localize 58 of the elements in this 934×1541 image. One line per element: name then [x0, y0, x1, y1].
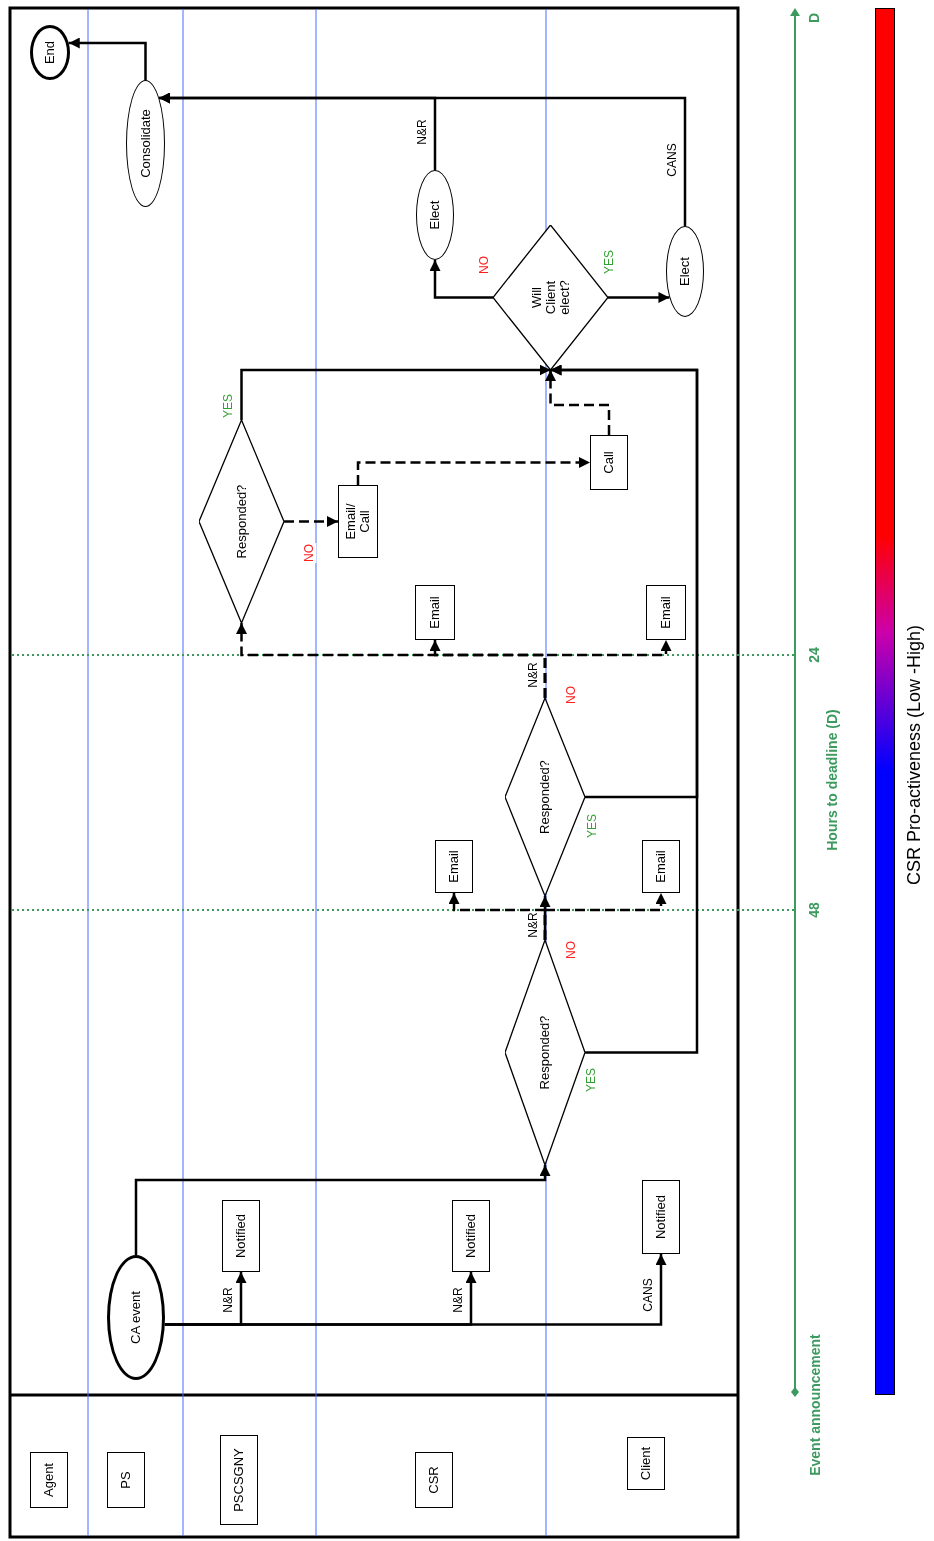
arrow — [608, 292, 670, 303]
process-box — [452, 1200, 490, 1272]
decision-diamond — [199, 420, 284, 623]
arrow — [164, 1254, 667, 1326]
arrow — [550, 364, 699, 799]
lane-header — [415, 1452, 453, 1508]
node-text: Elect — [678, 257, 692, 286]
node-text: Notified — [654, 1194, 668, 1240]
arrow — [240, 364, 551, 420]
node-text: Responded? — [538, 760, 552, 834]
process-box — [642, 1180, 680, 1254]
node-text: Notified — [234, 1213, 248, 1259]
arrow — [543, 893, 667, 940]
process-box — [435, 840, 473, 893]
node-text: Call — [602, 451, 616, 474]
node-text: Client — [639, 1446, 653, 1481]
arrow — [134, 1165, 551, 1255]
node-text: Consolidate — [138, 109, 153, 178]
process-box — [642, 840, 680, 893]
node-text: End — [43, 40, 57, 65]
node-text: Email/ Call — [344, 502, 372, 542]
color-scale-bar — [875, 8, 895, 1395]
node-text: PSCSGNY — [232, 1448, 246, 1512]
process-box — [338, 485, 378, 558]
node-text: Agent — [42, 1463, 56, 1497]
decision-diamond — [505, 940, 585, 1165]
node-text: Elect — [428, 200, 442, 230]
node-text: Email — [659, 596, 673, 629]
process-box — [415, 585, 455, 640]
node-text: CA event — [129, 1291, 143, 1344]
lane-header — [220, 1435, 258, 1525]
node-text: Will Client elect? — [529, 279, 572, 317]
node-text: Responded? — [538, 1015, 552, 1090]
process-box — [222, 1200, 260, 1272]
process-box — [590, 435, 628, 490]
arrow — [543, 640, 672, 698]
lane-header — [627, 1437, 665, 1490]
node-text: PS — [119, 1471, 133, 1489]
scale-caption: CSR Pro-activeness (Low -High) — [905, 623, 925, 887]
arrow — [159, 92, 687, 226]
node-text: Email — [428, 596, 442, 629]
edge-label: NO — [303, 543, 317, 563]
node-text: Email — [447, 850, 461, 883]
arrow — [356, 457, 590, 485]
node-text: Email — [654, 850, 668, 883]
lane-header — [107, 1452, 145, 1508]
process-box — [646, 585, 686, 640]
text-label: N&R — [527, 911, 541, 939]
node-text: Responded? — [234, 484, 249, 559]
arrow — [545, 370, 611, 435]
arrow — [429, 260, 493, 299]
arrow — [68, 37, 147, 80]
lane-header — [30, 1452, 68, 1508]
text-label: Hours to deadline (D) — [825, 708, 841, 852]
event-oval — [30, 25, 70, 80]
node-text: Notified — [464, 1213, 478, 1259]
node-text: CSR — [427, 1466, 441, 1494]
arrow — [284, 516, 338, 527]
